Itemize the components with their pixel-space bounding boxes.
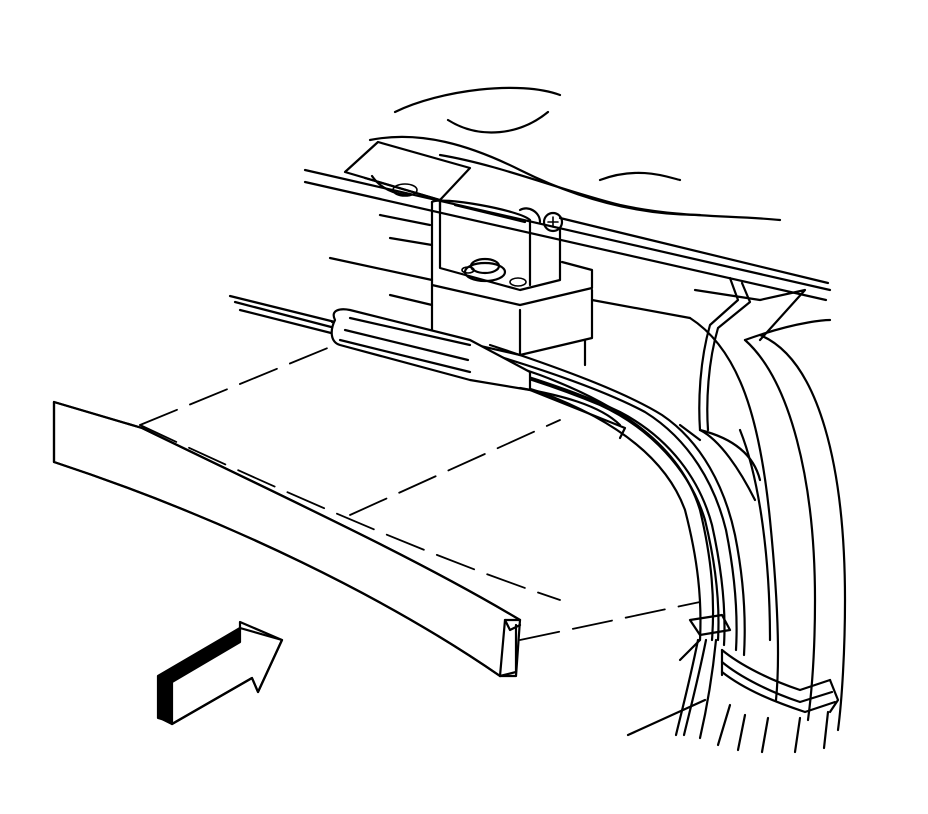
upper-body-contours — [303, 86, 832, 302]
arrow-up-right-icon — [156, 620, 284, 726]
bracket-ledge — [343, 140, 472, 212]
lower-fender-strokes — [626, 698, 830, 754]
fender-contours — [688, 276, 847, 732]
shield-panel — [52, 400, 522, 678]
phantom-outline — [139, 344, 701, 641]
wiring-harness — [330, 308, 840, 740]
mounting-bracket — [430, 198, 692, 367]
panel-lines — [228, 213, 434, 336]
